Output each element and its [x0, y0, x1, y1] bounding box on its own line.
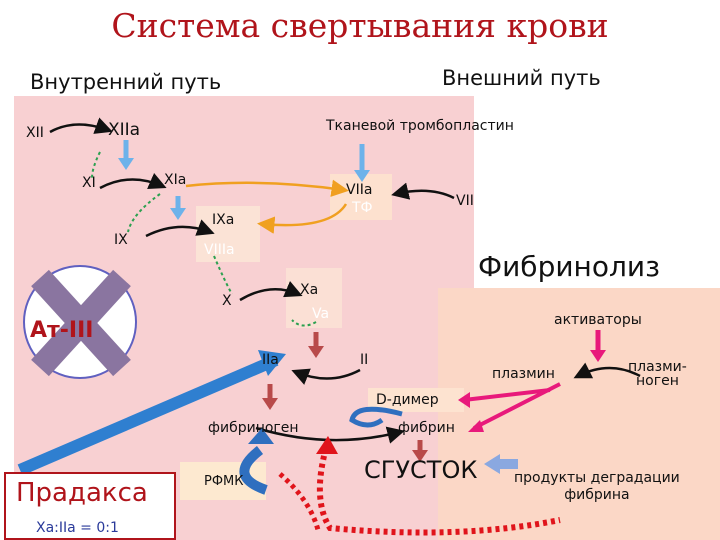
va-box — [286, 268, 342, 328]
arrow-plasminogen-plasmin — [573, 362, 641, 379]
factor-viia: VIIa — [346, 182, 373, 198]
arrow-vii-viia — [391, 182, 455, 200]
tissue-thromboplastin: Тканевой тромбопластин — [326, 118, 514, 134]
factor-xia: XIa — [164, 172, 187, 188]
pradaxa-box — [4, 472, 176, 540]
arrow-xii-xiia — [49, 117, 113, 134]
arrow-xi-xia — [99, 172, 167, 190]
factor-ii: II — [360, 352, 369, 368]
arrow-x-xa — [239, 281, 303, 302]
factor-xiia: XIIa — [108, 120, 141, 140]
extrinsic-pathway-heading: Внешний путь — [442, 66, 601, 90]
arrow-ii-iia — [291, 368, 361, 385]
arrow-ix-ixa — [145, 219, 215, 238]
plasminogen: плазми- ноген — [628, 359, 687, 389]
fibrin: фибрин — [398, 420, 455, 436]
factor-ix: IX — [114, 232, 128, 248]
factor-xi: XI — [82, 175, 96, 191]
factor-xii: XII — [26, 125, 44, 141]
fibrinolysis-panel — [438, 288, 720, 540]
factor-x: X — [222, 293, 232, 309]
clot: СГУСТОК — [364, 456, 478, 484]
at3-label: Ат-III — [30, 318, 94, 343]
green-xia-ix — [127, 193, 161, 233]
fibrin-degradation-products: продукты деградации фибрина — [514, 470, 680, 503]
green-va-xa — [291, 319, 317, 327]
activators: активаторы — [554, 312, 642, 328]
green-ixa-x — [213, 255, 233, 295]
page-title: Система свертывания крови — [111, 6, 609, 45]
pradaxa-name: Прадакса — [16, 478, 148, 508]
rfmk: РФМК — [204, 474, 244, 489]
factor-ixa: IXa — [212, 212, 235, 228]
factor-viiia: VIIIa — [204, 242, 235, 258]
arrow-viia-ixa — [257, 203, 348, 234]
arrow-xia-viia — [185, 179, 349, 197]
pradaxa-ratio: Xa:IIa = 0:1 — [36, 520, 119, 536]
factor-vii: VII — [456, 193, 474, 209]
at3-cross-2 — [31, 269, 131, 377]
intrinsic-pathway-heading: Внутренний путь — [30, 70, 222, 94]
fibrinolysis-heading: Фибринолиз — [478, 250, 660, 283]
factor-va: Va — [312, 306, 330, 322]
plasmin: плазмин — [492, 366, 555, 382]
factor-iia: IIa — [262, 352, 279, 368]
d-dimer: D-димер — [376, 392, 439, 408]
fibrinogen: фибриноген — [208, 420, 299, 436]
factor-xa: Xa — [300, 282, 319, 298]
factor-tf: ТФ — [352, 200, 373, 216]
green-xiia-xi — [91, 151, 101, 179]
